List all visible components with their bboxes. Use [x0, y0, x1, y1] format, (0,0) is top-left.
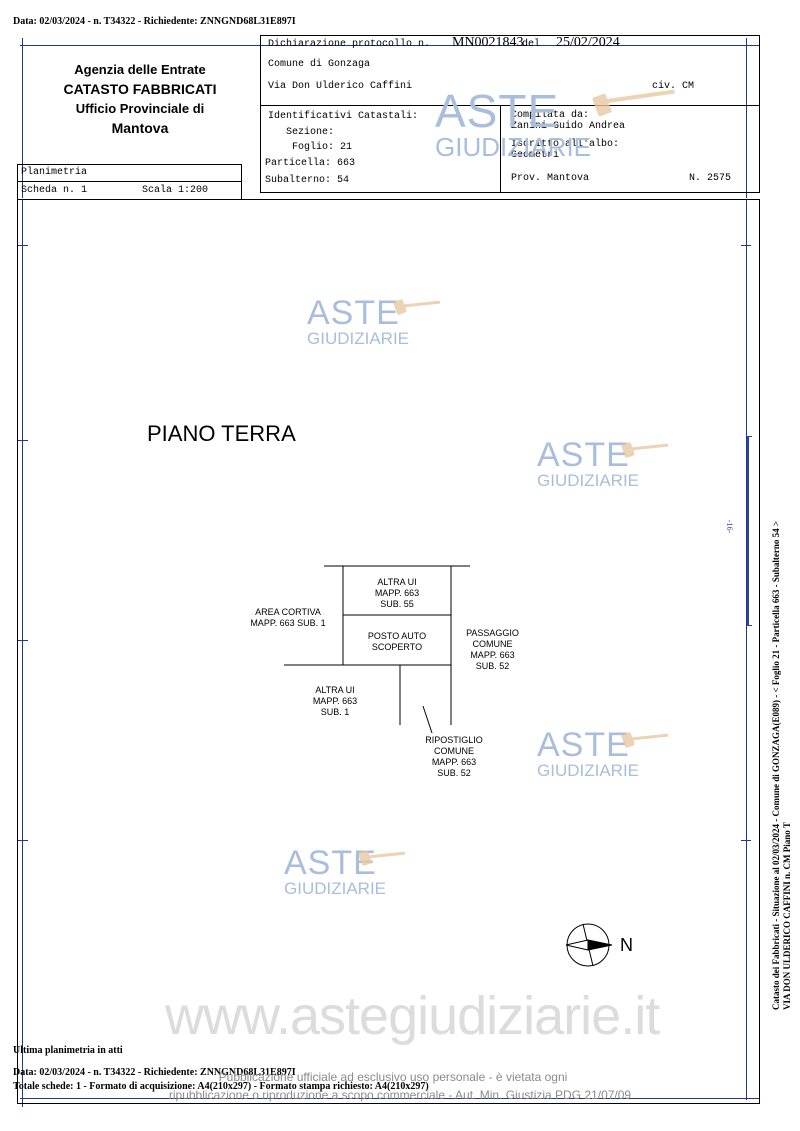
bracket-end: [747, 436, 752, 437]
watermark-aste-text: ASTE: [537, 436, 630, 474]
guide-mark: [18, 245, 28, 246]
frame-tick-bottom: [20, 1098, 760, 1099]
watermark-giudiziarie-text: GIUDIZIARIE: [284, 879, 387, 898]
comune-text: Comune di Gonzaga: [268, 59, 371, 70]
agency-line2: CATASTO FABBRICATI: [63, 81, 217, 97]
agency-line3: Ufficio Provinciale di: [75, 101, 205, 116]
scheda-scale: Scala 1:200: [142, 185, 209, 196]
footer-totale: Totale schede: 1 - Formato di acquisizio…: [13, 1081, 429, 1092]
guide-mark: [741, 245, 751, 246]
frame-tick-left: [22, 38, 23, 198]
guide-mark: [18, 840, 28, 841]
drawing-guide-left: [22, 200, 23, 1100]
north-arrow-icon: [565, 923, 613, 967]
agency-block: Agenzia delle Entrate CATASTO FABBRICATI…: [30, 62, 250, 136]
watermark-logo: ASTE GIUDIZIARIE: [537, 728, 639, 779]
notice-line1: Pubblicazione ufficiale ad esclusivo uso…: [218, 1070, 568, 1084]
via-text: Via Don Ulderico Caffini: [268, 81, 413, 92]
notice-line2: ripubblicazione o riproduzione a scopo c…: [168, 1088, 632, 1102]
guide-mark: [18, 640, 28, 641]
compiler-number: N. 2575: [689, 173, 732, 184]
guide-mark: [18, 440, 28, 441]
identifiers-particella: Particella: 663: [265, 158, 356, 169]
footer-ultima: Ultima planimetria in atti: [13, 1045, 123, 1056]
footer-data: Data: 02/03/2024 - n. T34322 - Richieden…: [13, 1067, 296, 1078]
declaration-del: del: [522, 39, 541, 50]
watermark-aste-text: ASTE: [537, 726, 630, 764]
scheda-divider: [17, 181, 242, 182]
compiler-prov: Prov. Mantova: [511, 173, 590, 184]
compiler-albo: Geometri: [511, 150, 560, 161]
frame-tick-right: [746, 38, 747, 198]
watermark-aste-text: ASTE: [435, 85, 560, 137]
watermark-logo: ASTE GIUDIZIARIE: [435, 88, 591, 160]
watermark-giudiziarie-text: GIUDIZIARIE: [537, 761, 640, 780]
declaration-divider: [260, 105, 760, 106]
declaration-label: Dichiarazione protocollo n.: [268, 39, 431, 50]
identifiers-foglio: Foglio: 21: [292, 142, 353, 153]
identifiers-sezione: Sezione:: [286, 127, 335, 138]
scheda-title: Planimetria: [21, 167, 88, 178]
watermark-logo: ASTE GIUDIZIARIE: [284, 846, 386, 897]
watermark-logo: ASTE GIUDIZIARIE: [537, 438, 639, 489]
room-posto-auto: POSTO AUTO SCOPERTO: [367, 631, 427, 652]
watermark-aste-text: ASTE: [284, 844, 377, 882]
frame-tick-left-bottom: [22, 1095, 23, 1107]
protocol-number: MN0021843: [452, 35, 524, 50]
room-altra-ui-55: ALTRA UI MAPP. 663 SUB. 55: [374, 577, 420, 609]
compiler-iscritto: Iscritto all'albo:: [511, 139, 620, 150]
guide-mark: [741, 840, 751, 841]
watermark-giudiziarie-text: GIUDIZIARIE: [537, 471, 640, 490]
identifiers-title: Identificativi Catastali:: [268, 111, 419, 122]
scheda-number: Scheda n. 1: [21, 185, 88, 196]
drawing-guide-right: [746, 200, 747, 1100]
floor-label: PIANO TERRA: [147, 421, 296, 446]
north-label: N: [620, 935, 633, 955]
side-bracket: [747, 436, 753, 626]
room-area-cortiva: AREA CORTIVA MAPP. 663 SUB. 1: [250, 607, 326, 628]
compiler-label: Compilata da:: [511, 110, 590, 121]
room-altra-ui-1: ALTRA UI MAPP. 663 SUB. 1: [312, 685, 358, 717]
declaration-box: [260, 35, 760, 193]
compiler-name: Zanini Guido Andrea: [511, 121, 626, 132]
watermark-logo: ASTE GIUDIZIARIE: [307, 296, 409, 347]
agency-line4: Mantova: [111, 120, 169, 136]
agency-line1: Agenzia delle Entrate: [74, 62, 206, 77]
room-passaggio-comune: PASSAGGIO COMUNE MAPP. 663 SUB. 52: [466, 628, 519, 671]
watermark-giudiziarie-text: GIUDIZIARIE: [435, 132, 592, 162]
frame-tick-top: [20, 45, 760, 46]
bracket-end: [747, 625, 752, 626]
watermark-site: www.astegiudiziarie.it: [165, 986, 660, 1046]
watermark-aste-text: ASTE: [307, 294, 400, 332]
drawing-frame: [17, 199, 760, 1104]
top-header-text: Data: 02/03/2024 - n. T34322 - Richieden…: [13, 16, 296, 27]
watermark-giudiziarie-text: GIUDIZIARIE: [307, 329, 410, 348]
room-ripostiglio-comune: RIPOSTIGLIO COMUNE MAPP. 663 SUB. 52: [425, 735, 483, 778]
civ-text: civ. CM: [652, 81, 695, 92]
identifiers-divider: [500, 105, 501, 193]
declaration-date: 25/02/2024: [556, 35, 620, 50]
identifiers-subalterno: Subalterno: 54: [265, 175, 350, 186]
